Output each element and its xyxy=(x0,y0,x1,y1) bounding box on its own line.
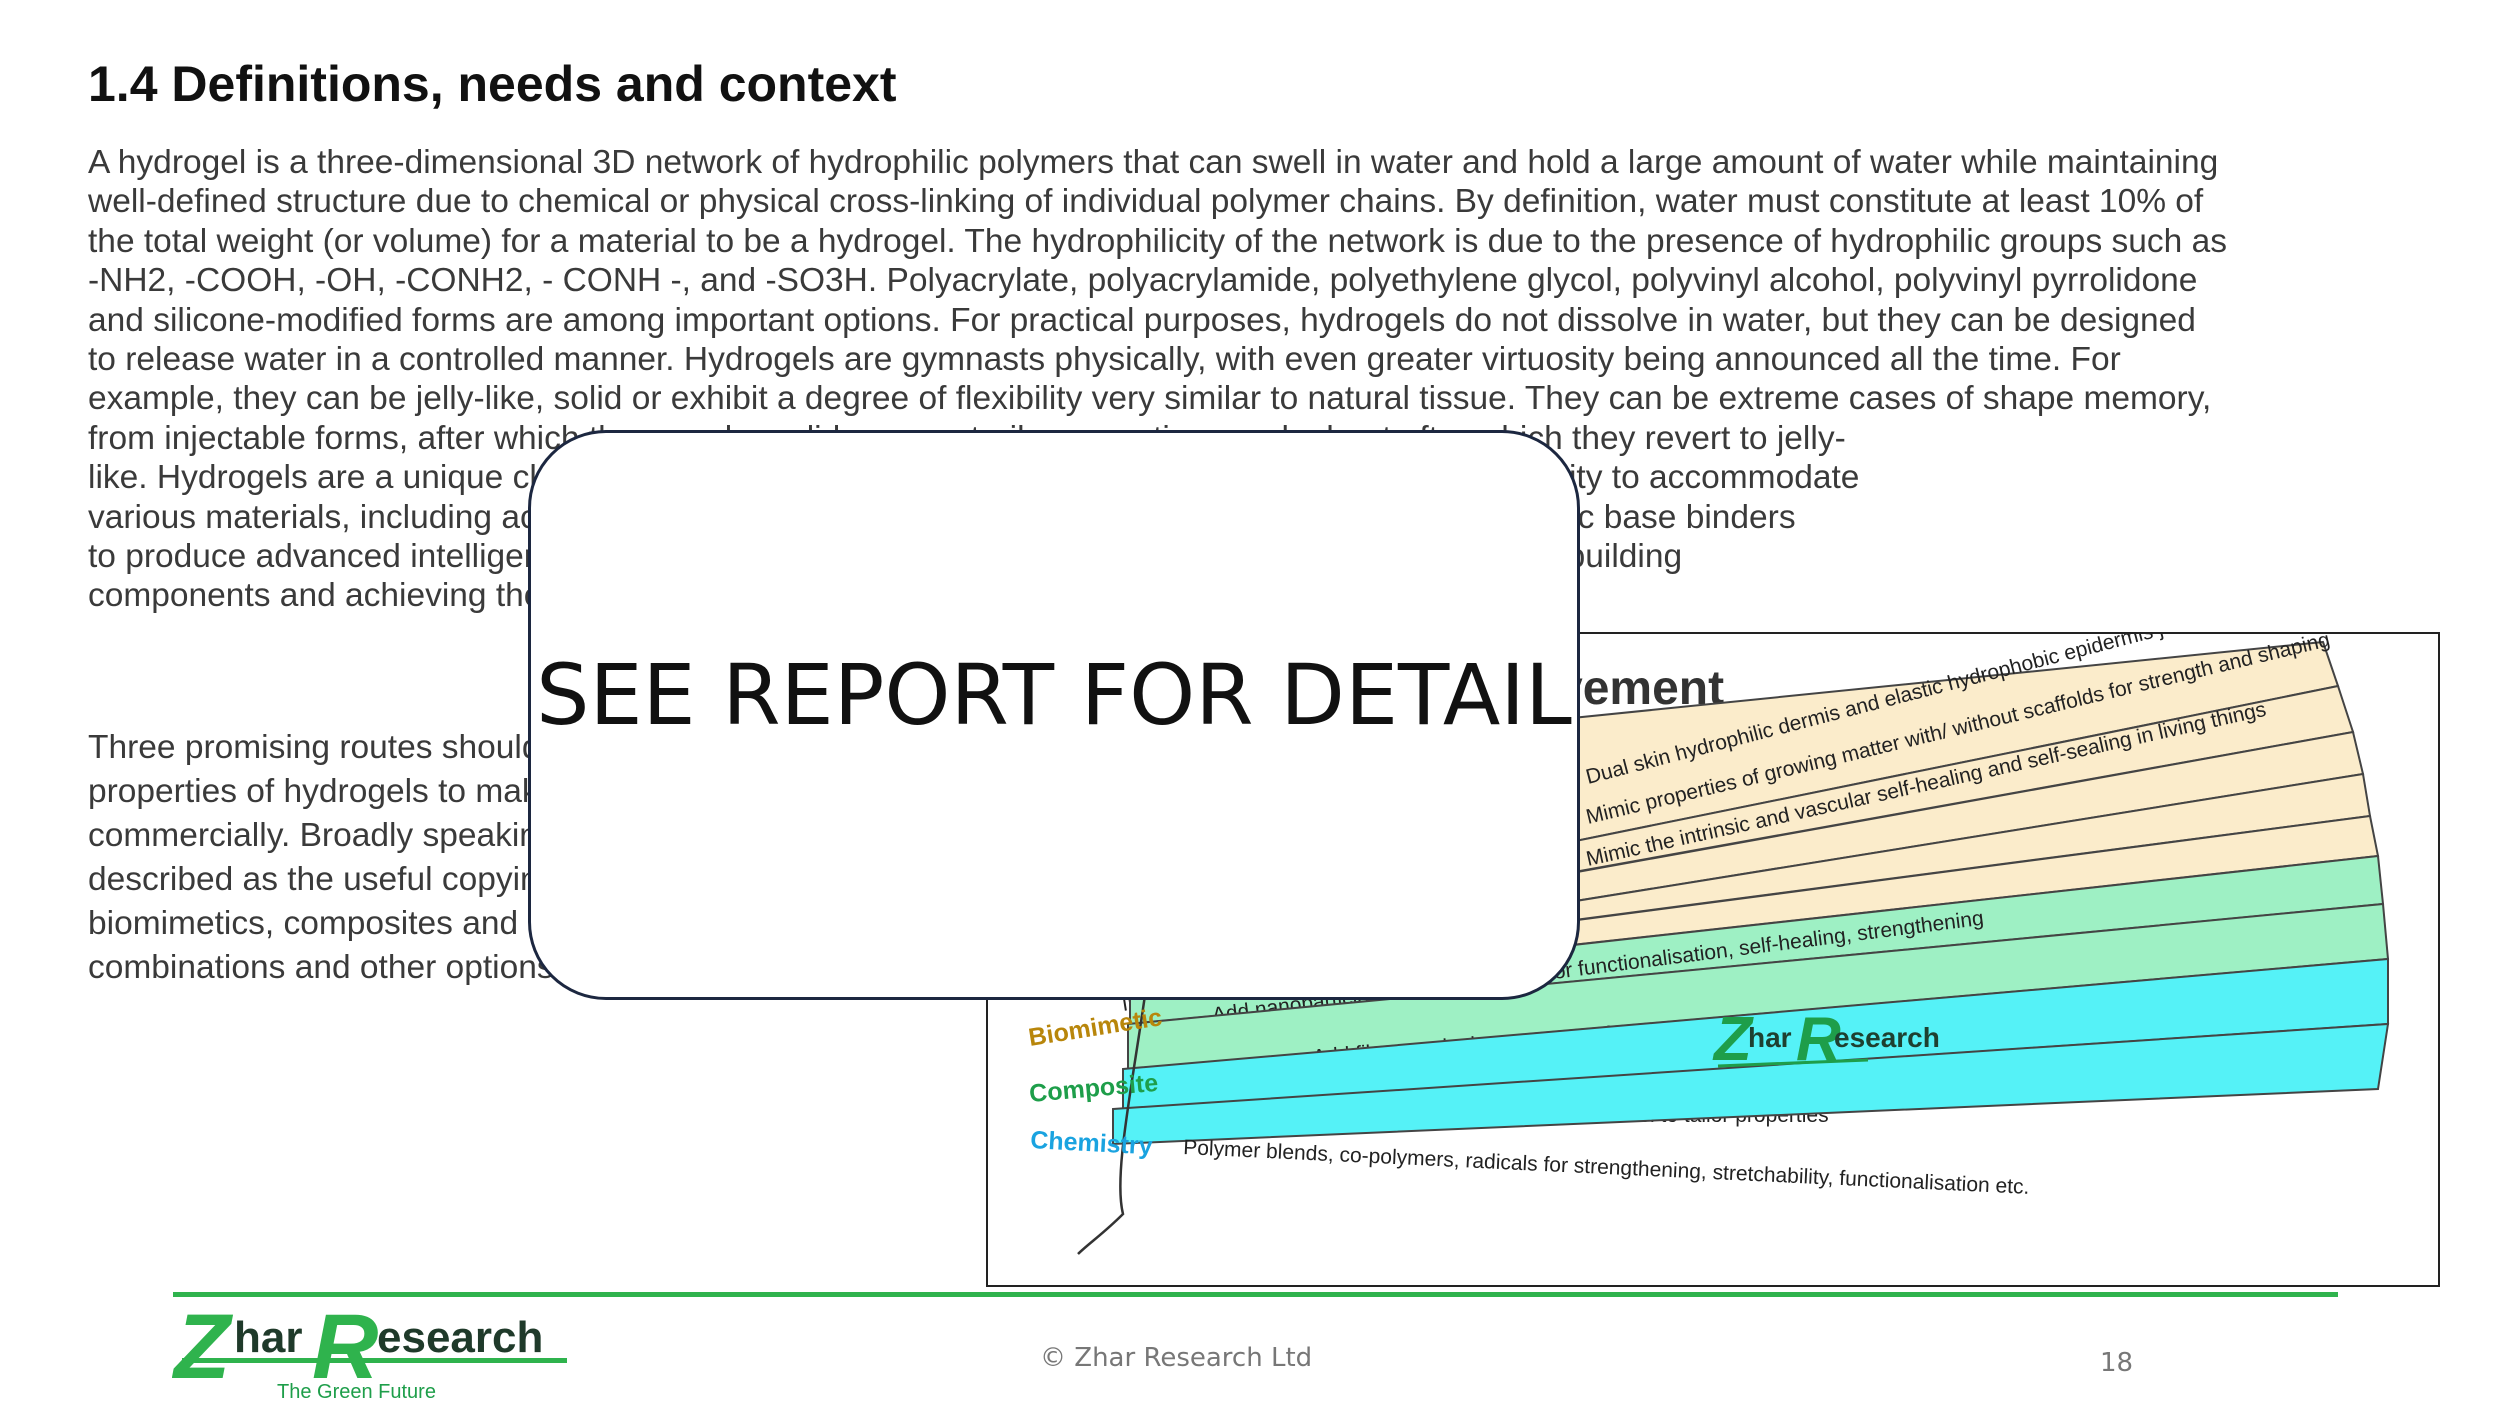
overlay-text: SEE REPORT FOR DETAIL xyxy=(536,646,1572,744)
see-report-overlay: SEE REPORT FOR DETAIL xyxy=(528,430,1580,1000)
logo-esearch: esearch xyxy=(377,1313,543,1362)
route-band-label: Polymer blends, co-polymers, radicals fo… xyxy=(1183,1136,2030,1199)
page-number: 18 xyxy=(2100,1348,2134,1378)
paragraph-line: to release water in a controlled manner.… xyxy=(88,341,2121,379)
svg-text:esearch: esearch xyxy=(1834,1022,1940,1053)
paragraph-line: properties of hydrogels to make them use… xyxy=(88,773,568,810)
zhar-research-logo: Z har R esearch The Green Future xyxy=(172,1302,567,1402)
paragraph-line: the total weight (or volume) for a mater… xyxy=(88,222,2227,260)
route-band-chemistry xyxy=(1112,1022,2390,1146)
figure-brand-logo: Z har R esearch xyxy=(1712,1005,1940,1074)
copyright-notice: © Zhar Research Ltd xyxy=(1040,1343,1313,1373)
logo-z: Z xyxy=(172,1302,234,1398)
logo-underline xyxy=(182,1358,567,1363)
legend-chemistry: Chemistry xyxy=(1030,1126,1154,1160)
paragraph-line: A hydrogel is a three-dimensional 3D net… xyxy=(88,144,2219,181)
fan-arc xyxy=(1077,973,1150,1255)
paragraph-line: and silicone-modified forms are among im… xyxy=(88,301,2196,339)
paragraph-line: Three promising routes should improve th… xyxy=(88,729,568,766)
paragraph-line: combinations and other options. xyxy=(88,949,563,986)
routes-paragraph: Three promising routes should improve th… xyxy=(88,726,568,990)
paragraph-line: -NH2, -COOH, -OH, -CONH2, - CONH -, and … xyxy=(88,262,2198,300)
footer-divider xyxy=(173,1292,2338,1297)
logo-tagline: The Green Future xyxy=(277,1381,436,1402)
svg-text:har: har xyxy=(1748,1022,1792,1053)
paragraph-line: biomimetics, composites and chemistry - xyxy=(88,905,568,942)
paragraph-line: example, they can be jelly-like, solid o… xyxy=(88,380,2212,418)
slide-title: 1.4 Definitions, needs and context xyxy=(88,56,897,112)
logo-har: har xyxy=(234,1313,302,1362)
svg-text:Z: Z xyxy=(1712,1005,1754,1074)
paragraph-line: commercially. Broadly speaking they can … xyxy=(88,817,568,854)
logo-r: R xyxy=(312,1302,378,1398)
paragraph-line: described as the useful copying of natur… xyxy=(88,861,568,898)
paragraph-line: well-defined structure due to chemical o… xyxy=(88,183,2204,221)
